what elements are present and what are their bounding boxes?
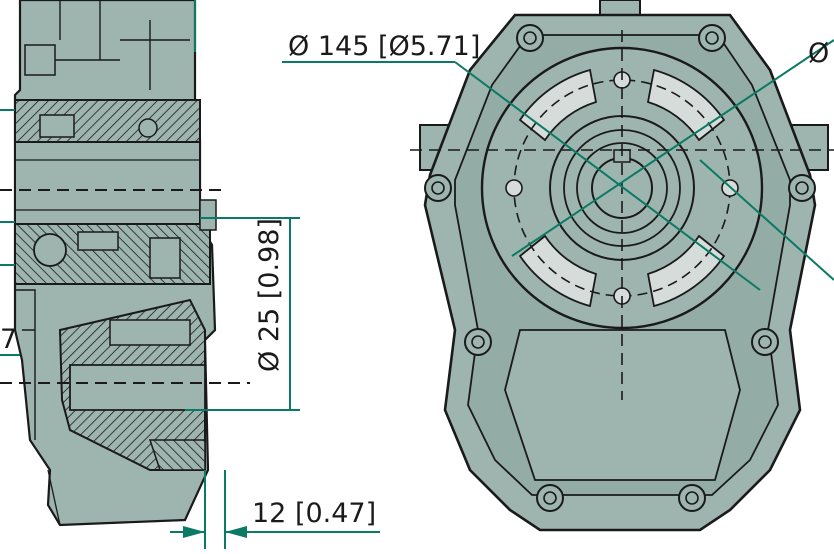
shaft (14, 141, 201, 225)
bolt-boss (536, 484, 564, 512)
bore-diameter-label: Ø 25 [0.98] (254, 218, 285, 372)
dim-arrow-left (183, 526, 205, 538)
bolt-boss (516, 24, 544, 52)
cut-label-right: Ø (808, 38, 829, 69)
outer-diameter-label: Ø 145 [Ø5.71] (288, 31, 480, 62)
slot-top-right (646, 68, 726, 142)
dim-arrow-right (225, 526, 247, 538)
bolt-boss (751, 328, 779, 356)
slot-bottom-right (646, 234, 726, 308)
slot-bottom-left (518, 234, 598, 308)
flange-offset-label: 12 [0.47] (252, 498, 376, 529)
slot-top-left (518, 68, 598, 142)
bolt-boss (464, 328, 492, 356)
bolt-boss (424, 174, 452, 202)
side-section-view (0, 0, 250, 527)
front-dimension-lines (282, 39, 834, 291)
bolt-boss (788, 174, 816, 202)
front-view (410, 0, 834, 532)
bolt-boss (698, 24, 726, 52)
cut-label-left: 7 (0, 324, 17, 355)
bolt-boss (678, 484, 706, 512)
